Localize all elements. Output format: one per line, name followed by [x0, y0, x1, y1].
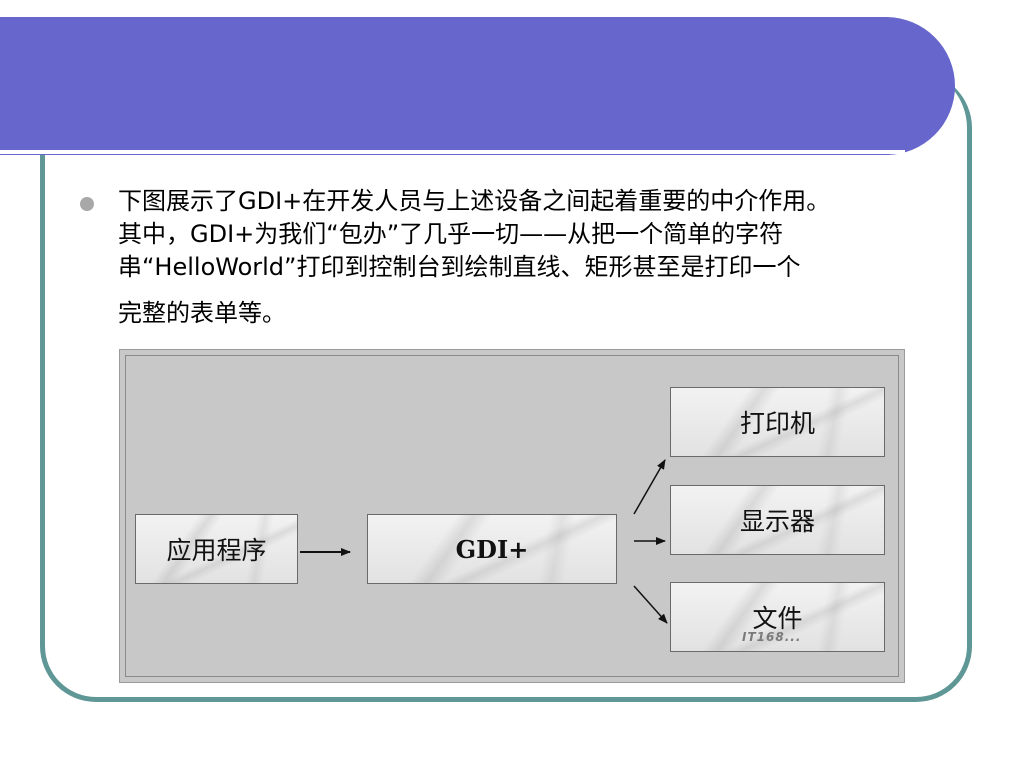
gdi-diagram: 应用程序 GDI+ 打印机 显示器 文件 IT168... [119, 349, 905, 683]
bullet-line-4: 完整的表单等。 [118, 299, 286, 327]
bullet-icon [80, 197, 94, 211]
watermark-logo: IT168... [742, 630, 802, 644]
node-gdi-plus-label: GDI+ [455, 534, 529, 564]
arrow-gdi-to-printer [633, 459, 666, 515]
bullet-paragraph: 下图展示了GDI+在开发人员与上述设备之间起着重要的中介作用。 其中，GDI+为… [118, 185, 958, 330]
bullet-line-3: 串“HelloWorld”打印到控制台到绘制直线、矩形甚至是打印一个 [118, 253, 801, 281]
diagram-arrows [300, 459, 668, 624]
bullet-line-2: 其中，GDI+为我们“包办”了几乎一切——从把一个简单的字符 [118, 220, 784, 248]
arrow-gdi-to-file [633, 585, 668, 624]
title-underline [0, 150, 905, 154]
diagram-inner-border [125, 355, 899, 677]
node-application: 应用程序 [135, 514, 298, 584]
node-file-label: 文件 [752, 604, 803, 633]
node-printer: 打印机 [670, 387, 885, 457]
slide-frame [40, 72, 972, 702]
node-gdi-plus: GDI+ [367, 514, 617, 584]
node-file: 文件 [670, 582, 885, 652]
node-application-label: 应用程序 [166, 536, 267, 565]
bullet-line-1: 下图展示了GDI+在开发人员与上述设备之间起着重要的中介作用。 [118, 187, 831, 215]
title-band [0, 17, 955, 155]
node-printer-label: 打印机 [739, 409, 815, 438]
node-display-label: 显示器 [739, 507, 815, 536]
node-display: 显示器 [670, 485, 885, 555]
